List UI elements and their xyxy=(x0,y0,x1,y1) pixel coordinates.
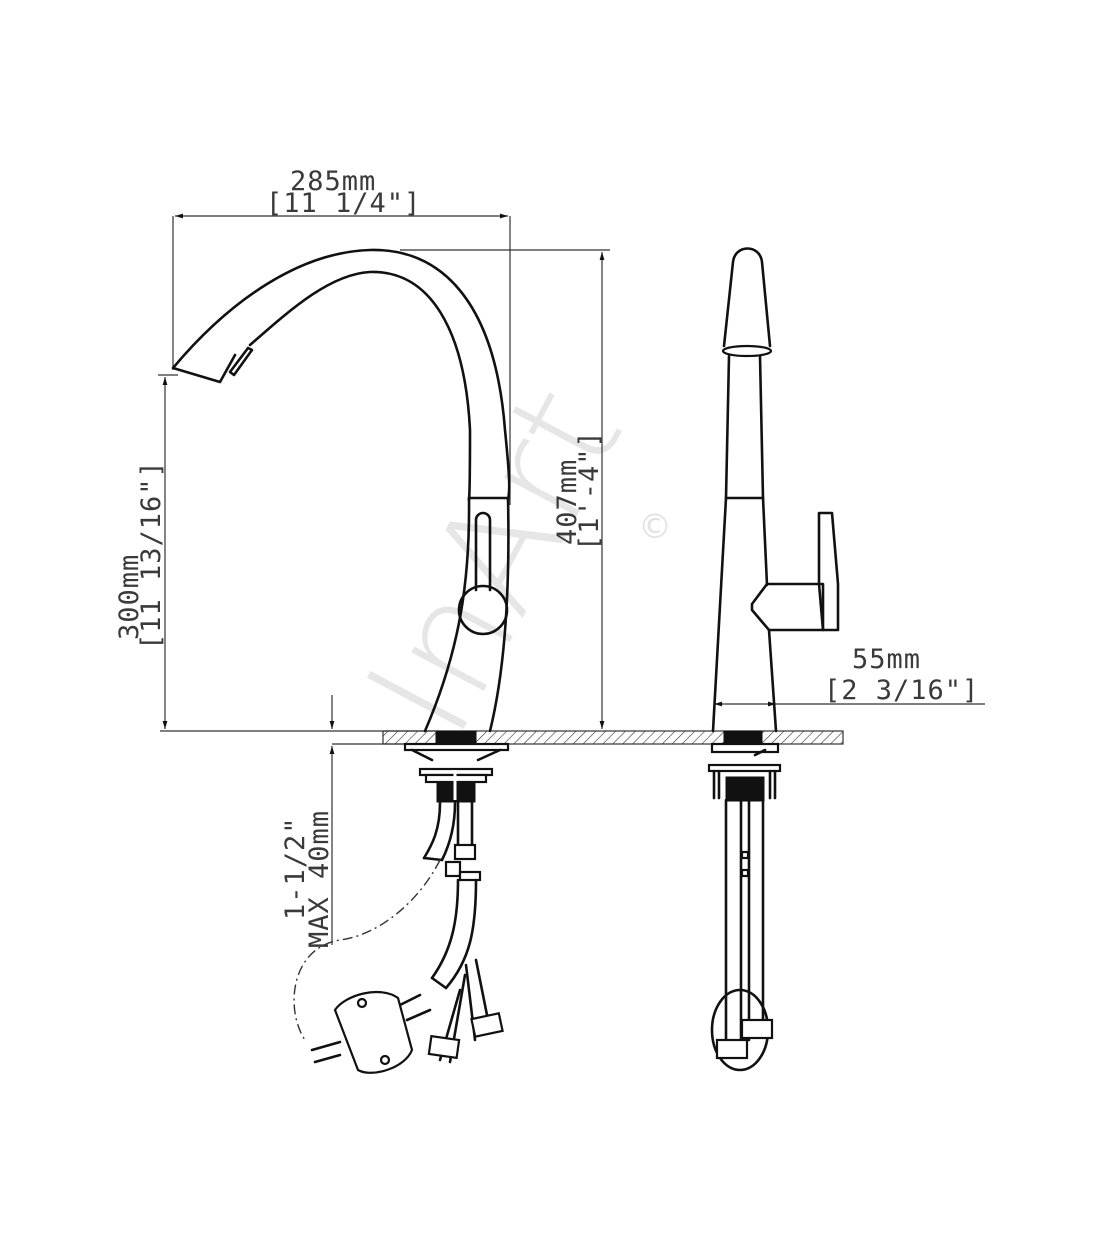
dimension-overall-height: 407mm [1'-4"] xyxy=(400,249,610,729)
base-imperial: [2 3/16"] xyxy=(824,675,979,706)
deck-thickness-line2: MAX 40mm xyxy=(304,810,335,948)
base-metric: 55mm xyxy=(852,644,921,675)
copyright-icon: © xyxy=(638,507,672,547)
side-view-hoses xyxy=(293,801,504,1074)
overall-height-metric: 407mm xyxy=(552,459,583,545)
spout-height-metric: 300mm xyxy=(114,554,145,640)
dimension-deck-thickness: 1-1/2" MAX 40mm xyxy=(280,695,436,948)
front-view-mounting-hardware xyxy=(707,742,782,1072)
dimension-base-diameter: 55mm [2 3/16"] xyxy=(714,644,985,707)
deck-thickness-line1: 1-1/2" xyxy=(280,816,311,920)
front-view-faucet xyxy=(711,247,840,733)
dimension-spout-height: 300mm [11 13/16"] xyxy=(114,374,435,732)
side-view-faucet xyxy=(171,248,511,733)
overall-height-imperial: [1'-4"] xyxy=(574,430,605,551)
spout-height-imperial: [11 13/16"] xyxy=(136,460,167,650)
side-view-mounting-hardware xyxy=(403,742,510,803)
countertop xyxy=(382,730,844,745)
dimension-reach: 285mm [11 1/4"] xyxy=(172,166,511,505)
reach-metric: 285mm xyxy=(290,166,376,197)
reach-imperial: [11 1/4"] xyxy=(266,188,421,219)
